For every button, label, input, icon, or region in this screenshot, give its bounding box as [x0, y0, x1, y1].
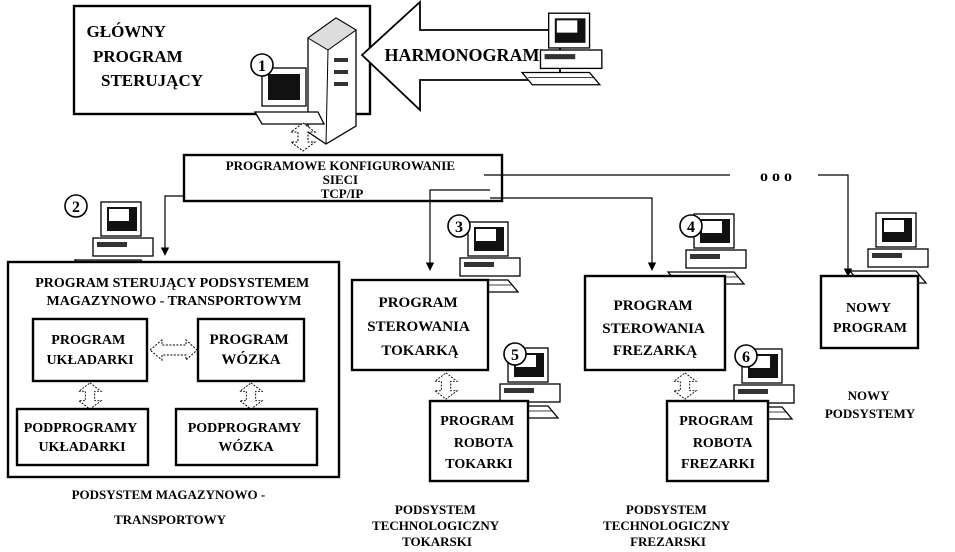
marker-1-label: 1	[258, 58, 266, 75]
cart-subprograms-box	[176, 409, 317, 465]
mill-subsystem-caption: PODSYSTEM TECHNOLOGICZNY FREZARSKI	[603, 502, 733, 549]
link-new-program	[818, 175, 848, 276]
stacker-subprograms-box	[17, 409, 148, 465]
stacker-program-box	[33, 319, 147, 381]
new-subsystem-caption: NOWY PODSYSTEMY	[825, 388, 916, 421]
marker-2-label: 2	[72, 199, 80, 216]
cart-program-box	[198, 319, 304, 381]
lathe-robot-link-icon	[435, 373, 457, 399]
lathe-program-label: PROGRAM STEROWANIA TOKARKĄ	[367, 295, 472, 359]
marker-5-label: 5	[511, 347, 519, 364]
lathe-subsystem-caption: PODSYSTEM TECHNOLOGICZNY TOKARSKI	[372, 502, 502, 549]
marker-6-label: 6	[742, 349, 750, 366]
warehouse-subsystem-caption: PODSYSTEM MAGAZYNOWO - TRANSPORTOWY	[72, 487, 269, 527]
schedule-label: HARMONOGRAM	[385, 45, 540, 65]
marker-4-label: 4	[687, 219, 695, 236]
marker-3-label: 3	[455, 219, 463, 236]
ellipsis-label: o o o	[760, 168, 792, 185]
mill-program-label: PROGRAM STEROWANIA FREZARKĄ	[602, 298, 707, 359]
link-warehouse	[165, 196, 184, 255]
mill-robot-link-icon	[674, 373, 696, 399]
new-computer-icon	[850, 213, 928, 283]
